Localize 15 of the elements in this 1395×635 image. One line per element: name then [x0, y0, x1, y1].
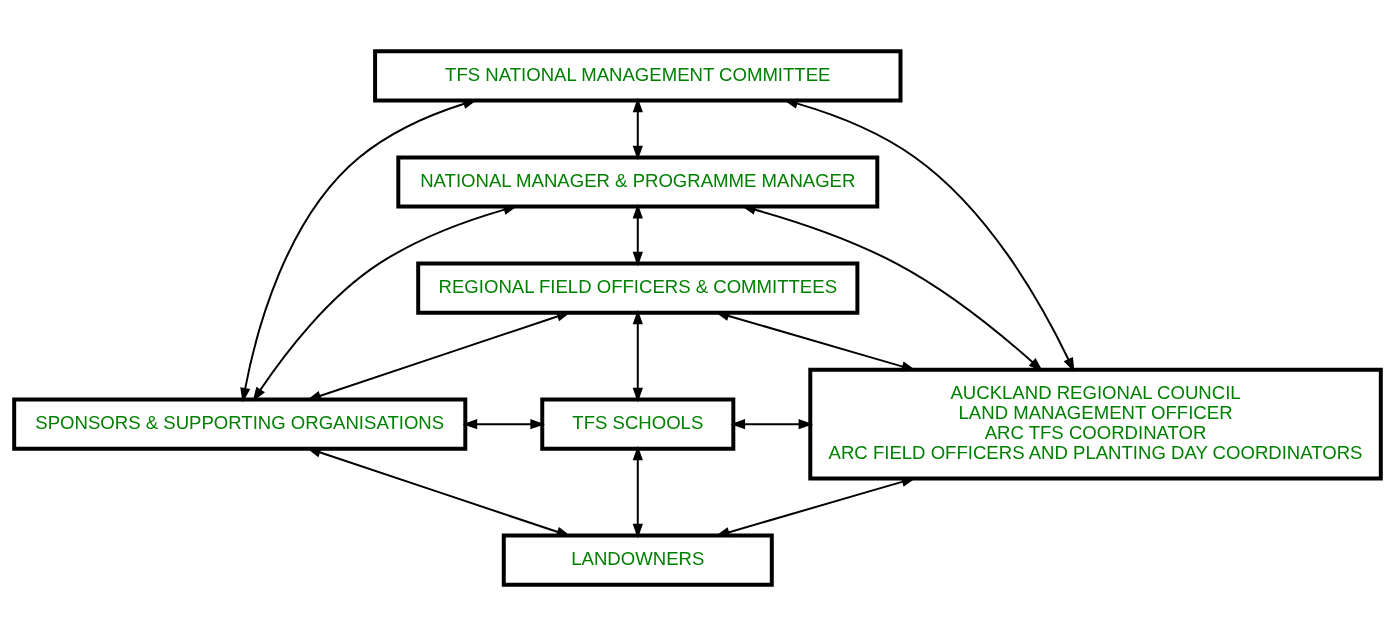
arrow — [730, 418, 814, 429]
arrow — [632, 445, 643, 538]
arrow — [462, 418, 545, 429]
node-box: TFS NATIONAL MANAGEMENT COMMITTEE — [373, 48, 903, 102]
arrow — [632, 97, 643, 160]
node-box: NATIONAL MANAGER & PROGRAMME MANAGER — [396, 154, 880, 209]
node-box: LANDOWNERS — [501, 533, 774, 587]
arrow — [783, 98, 1075, 372]
arrow — [632, 203, 643, 266]
node-box: TFS SCHOOLS — [540, 397, 736, 451]
arrow — [632, 309, 643, 402]
arrow — [741, 204, 1044, 372]
node-box: AUCKLAND REGIONAL COUNCIL LAND MANAGEMENT OFFICER ARC TFS COORDINATOR ARC FIELD OFFICERS AND PLANTING DAY COORDINATORS — [808, 367, 1383, 481]
node-box: SPONSORS & SUPPORTING ORGANISATIONS — [12, 397, 468, 451]
node-box: REGIONAL FIELD OFFICERS & COMMITTEES — [416, 261, 860, 315]
